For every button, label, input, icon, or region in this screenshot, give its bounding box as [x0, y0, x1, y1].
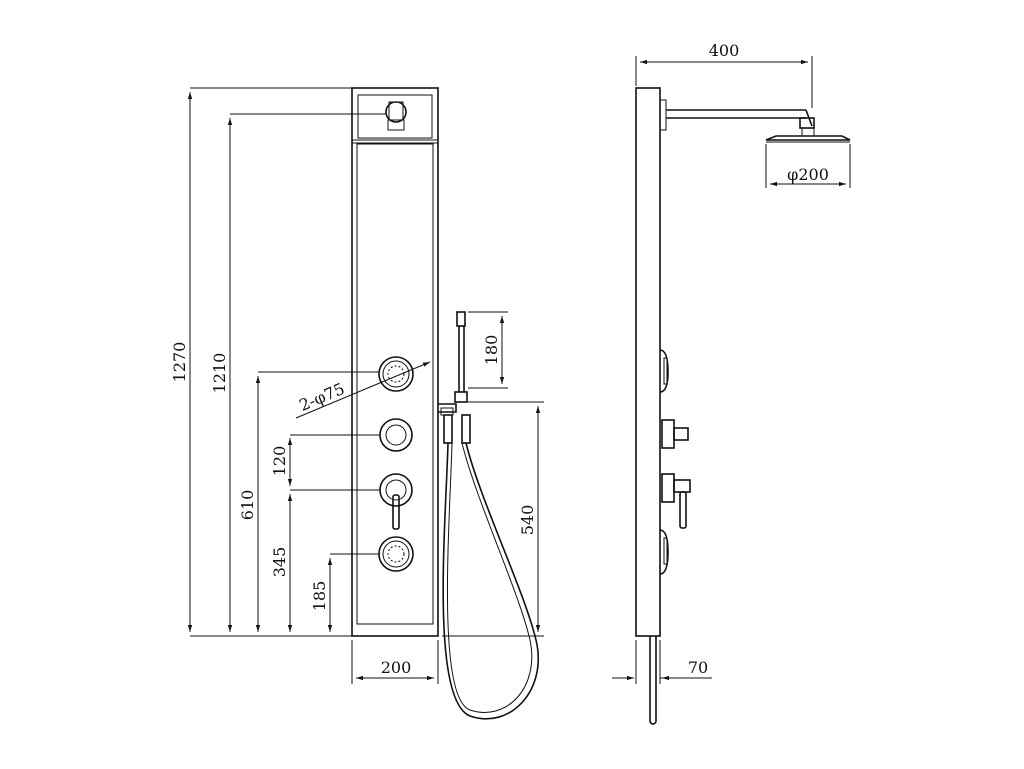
- dim-panel-width: 200: [381, 658, 412, 677]
- head-connector: [385, 101, 407, 131]
- panel-outline: [351, 87, 439, 637]
- side-panel: [635, 87, 661, 637]
- side-view: 400 φ200 70: [612, 41, 851, 725]
- side-fixtures: [659, 349, 691, 575]
- dim-jet-diameter: 2-φ75: [296, 379, 347, 415]
- dim-total-height: 1270: [170, 342, 189, 383]
- dim-head-height: 1210: [210, 353, 229, 394]
- dim-bottom-jet-height: 185: [310, 581, 329, 612]
- dim-valve-height: 345: [270, 547, 289, 578]
- top-body-jet: [378, 356, 414, 392]
- dim-top-jet-height: 610: [238, 490, 257, 521]
- dim-valve-spacing: 120: [270, 446, 289, 477]
- hand-shower: [438, 311, 468, 416]
- dim-handshower-length: 180: [482, 335, 501, 366]
- shower-hose: [442, 414, 539, 720]
- diverter-knob: [379, 418, 413, 452]
- mixer-valve: [379, 473, 413, 530]
- panel-header-box: [357, 94, 433, 139]
- shower-arm: [666, 109, 815, 137]
- front-view: 1270 1210 610 120 345 185 2-φ75 200: [170, 87, 544, 720]
- dim-head-diameter: φ200: [787, 165, 829, 184]
- dim-arm-length: 400: [709, 41, 740, 60]
- bottom-body-jet: [378, 536, 414, 572]
- panel-inner: [356, 143, 434, 625]
- dim-panel-depth: 70: [688, 658, 708, 677]
- dim-hose-height: 540: [518, 505, 537, 536]
- shower-head: [765, 135, 851, 143]
